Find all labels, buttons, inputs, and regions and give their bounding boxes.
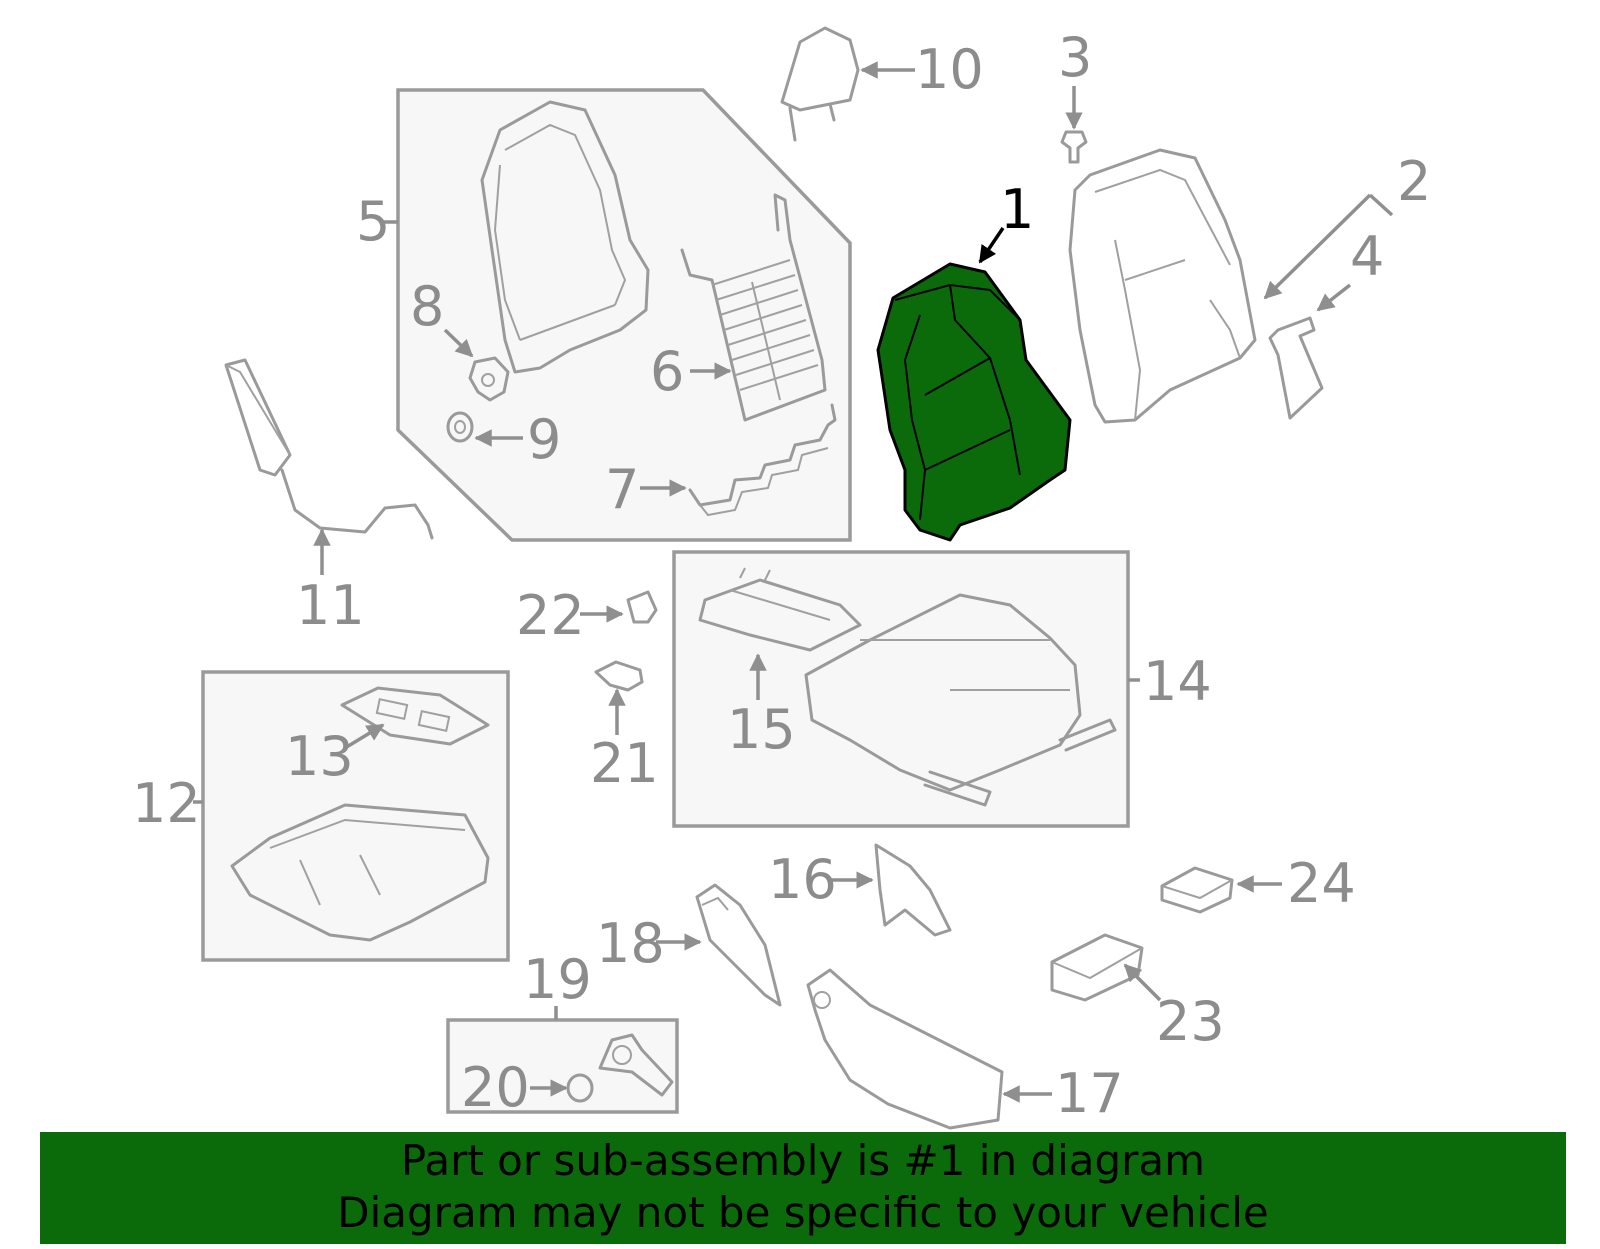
callout-12: 12 xyxy=(132,772,201,835)
notice-banner: Part or sub-assembly is #1 in diagram Di… xyxy=(40,1132,1566,1244)
callout-17: 17 xyxy=(1055,1062,1124,1125)
part-2-seat-back-cover[interactable] xyxy=(1068,148,1257,424)
part-13-heater-mat[interactable] xyxy=(340,686,490,746)
callout-5: 5 xyxy=(356,190,390,253)
part-9-bushing[interactable] xyxy=(446,411,474,443)
part-12-cushion-cover[interactable] xyxy=(230,803,490,942)
banner-line-1: Part or sub-assembly is #1 in diagram xyxy=(400,1136,1206,1185)
leader-1 xyxy=(978,227,1005,264)
callout-11: 11 xyxy=(296,574,365,637)
callout-9: 9 xyxy=(527,408,561,471)
callout-7: 7 xyxy=(605,458,639,521)
part-18-trim-cover[interactable] xyxy=(695,883,782,1007)
callout-4: 4 xyxy=(1350,225,1384,288)
part-1-seat-back-pad[interactable] xyxy=(876,262,1072,542)
leader-4 xyxy=(1316,283,1352,312)
leader-23 xyxy=(1123,963,1162,1002)
part-8-knob[interactable] xyxy=(468,356,510,402)
callout-10: 10 xyxy=(915,38,984,101)
part-19-lever[interactable] xyxy=(598,1033,674,1097)
callout-15: 15 xyxy=(727,698,796,761)
part-14-seat-frame[interactable] xyxy=(804,593,1117,807)
callout-3: 3 xyxy=(1058,26,1092,89)
part-24-switch[interactable] xyxy=(1160,866,1234,914)
leader-2-tick xyxy=(1368,193,1394,217)
callout-22: 22 xyxy=(516,584,585,647)
part-5-seat-back-frame[interactable] xyxy=(480,100,650,374)
part-4-label[interactable] xyxy=(1268,316,1324,420)
leader-13 xyxy=(344,723,385,750)
part-20-cap[interactable] xyxy=(566,1073,594,1103)
leader-2 xyxy=(1263,193,1372,300)
callout-19: 19 xyxy=(523,948,592,1011)
callout-1: 1 xyxy=(1000,178,1034,241)
part-11-side-airbag[interactable] xyxy=(224,358,434,540)
part-16-bracket[interactable] xyxy=(874,843,952,937)
part-21-clip[interactable] xyxy=(594,660,644,692)
callout-16: 16 xyxy=(768,848,837,911)
part-17-side-shield[interactable] xyxy=(806,968,1004,1130)
callout-23: 23 xyxy=(1156,990,1225,1053)
callout-18: 18 xyxy=(596,912,665,975)
part-15-track-rails[interactable] xyxy=(698,567,862,652)
part-7-spring-wire[interactable] xyxy=(688,403,837,517)
callout-2: 2 xyxy=(1397,150,1431,213)
part-10-headrest[interactable] xyxy=(780,26,860,142)
callout-21: 21 xyxy=(590,732,659,795)
leader-8 xyxy=(443,328,474,358)
part-6-lumbar-support[interactable] xyxy=(680,193,827,422)
callout-8: 8 xyxy=(410,275,444,338)
part-22-clip[interactable] xyxy=(626,590,658,624)
box-group-12 xyxy=(201,670,510,962)
callout-24: 24 xyxy=(1287,852,1356,915)
box-group-5 xyxy=(396,88,852,542)
callout-14: 14 xyxy=(1143,650,1212,713)
callout-20: 20 xyxy=(461,1056,530,1119)
callout-13: 13 xyxy=(285,725,354,788)
banner-line-2: Diagram may not be specific to your vehi… xyxy=(337,1188,1269,1237)
part-3-clip[interactable] xyxy=(1060,130,1088,164)
callout-6: 6 xyxy=(650,340,684,403)
